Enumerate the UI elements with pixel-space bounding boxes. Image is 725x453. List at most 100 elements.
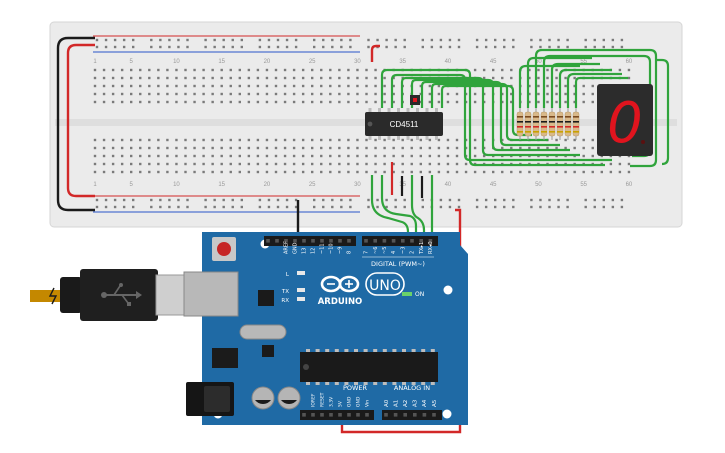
breadboard-hole[interactable] (120, 92, 124, 96)
rail-hole[interactable] (367, 38, 370, 42)
rail-hole[interactable] (104, 198, 108, 202)
breadboard-hole[interactable] (157, 154, 160, 158)
breadboard-hole[interactable] (184, 138, 187, 142)
breadboard-hole[interactable] (410, 146, 413, 150)
breadboard-hole[interactable] (292, 68, 296, 72)
rail-hole[interactable] (620, 205, 624, 209)
breadboard-hole[interactable] (492, 76, 495, 80)
rail-hole[interactable] (122, 38, 126, 42)
breadboard-hole[interactable] (501, 92, 504, 96)
breadboard-hole[interactable] (292, 170, 296, 174)
red-vdd-jumper[interactable] (370, 44, 380, 62)
rail-hole[interactable] (475, 45, 479, 49)
breadboard-hole[interactable] (482, 170, 486, 174)
resistor[interactable] (516, 111, 524, 137)
breadboard-hole[interactable] (356, 170, 359, 174)
rail-hole[interactable] (285, 38, 289, 42)
breadboard-hole[interactable] (256, 138, 260, 142)
breadboard-hole[interactable] (166, 170, 169, 174)
breadboard-hole[interactable] (482, 68, 486, 72)
rail-hole[interactable] (539, 45, 542, 49)
breadboard-hole[interactable] (419, 84, 422, 88)
breadboard-hole[interactable] (111, 84, 115, 88)
breadboard-hole[interactable] (365, 100, 368, 104)
breadboard-hole[interactable] (446, 92, 450, 96)
breadboard-hole[interactable] (428, 170, 432, 174)
breadboard-hole[interactable] (510, 100, 513, 104)
breadboard-hole[interactable] (365, 84, 368, 88)
rail-hole[interactable] (611, 45, 615, 49)
rail-hole[interactable] (331, 205, 334, 209)
rail-hole[interactable] (566, 198, 569, 202)
rail-hole[interactable] (159, 198, 162, 202)
rail-hole[interactable] (539, 38, 542, 42)
breadboard-hole[interactable] (347, 170, 350, 174)
rail-hole[interactable] (602, 198, 605, 202)
breadboard-hole[interactable] (347, 162, 350, 166)
rail-hole[interactable] (557, 198, 560, 202)
breadboard-hole[interactable] (311, 100, 314, 104)
rail-hole[interactable] (322, 45, 325, 49)
breadboard-hole[interactable] (410, 162, 413, 166)
breadboard-hole[interactable] (93, 138, 97, 142)
rail-hole[interactable] (394, 205, 397, 209)
breadboard-hole[interactable] (93, 170, 97, 174)
rail-hole[interactable] (213, 38, 216, 42)
breadboard-hole[interactable] (256, 146, 260, 150)
rail-hole[interactable] (421, 45, 424, 49)
breadboard-hole[interactable] (564, 92, 567, 96)
rail-hole[interactable] (113, 198, 117, 202)
resistor[interactable] (564, 111, 572, 137)
breadboard-hole[interactable] (455, 162, 459, 166)
breadboard-hole[interactable] (102, 146, 106, 150)
breadboard-hole[interactable] (419, 146, 422, 150)
rail-hole[interactable] (276, 45, 280, 49)
rail-hole[interactable] (331, 198, 334, 202)
breadboard-hole[interactable] (157, 100, 160, 104)
rail-hole[interactable] (231, 38, 234, 42)
breadboard-hole[interactable] (374, 154, 377, 158)
breadboard-hole[interactable] (347, 92, 350, 96)
rail-hole[interactable] (421, 198, 424, 202)
rail-hole[interactable] (448, 38, 452, 42)
header-pin-hole[interactable] (422, 413, 427, 417)
rail-hole[interactable] (494, 198, 497, 202)
breadboard-hole[interactable] (211, 76, 214, 80)
rail-hole[interactable] (503, 198, 506, 202)
breadboard-hole[interactable] (492, 68, 495, 72)
breadboard-hole[interactable] (301, 162, 305, 166)
breadboard-hole[interactable] (301, 138, 305, 142)
rail-hole[interactable] (484, 198, 488, 202)
breadboard-hole[interactable] (130, 92, 133, 96)
breadboard-hole[interactable] (229, 68, 232, 72)
breadboard-hole[interactable] (564, 146, 567, 150)
resistor-bank[interactable] (516, 108, 580, 140)
analog-header[interactable] (382, 410, 442, 420)
breadboard-hole[interactable] (482, 146, 486, 150)
rail-hole[interactable] (132, 45, 135, 49)
rail-hole[interactable] (584, 198, 587, 202)
breadboard-hole[interactable] (591, 146, 594, 150)
rail-hole[interactable] (222, 45, 225, 49)
breadboard-hole[interactable] (311, 170, 314, 174)
rail-hole[interactable] (394, 45, 397, 49)
breadboard-hole[interactable] (582, 170, 585, 174)
breadboard-hole[interactable] (211, 100, 214, 104)
breadboard-hole[interactable] (356, 138, 359, 142)
breadboard-hole[interactable] (157, 162, 160, 166)
green-wire[interactable] (440, 84, 532, 137)
rail-hole[interactable] (512, 38, 515, 42)
breadboard-hole[interactable] (582, 154, 585, 158)
rail-hole[interactable] (593, 205, 596, 209)
breadboard-hole[interactable] (238, 138, 241, 142)
breadboard-hole[interactable] (102, 100, 106, 104)
breadboard-hole[interactable] (537, 146, 540, 150)
breadboard-hole[interactable] (229, 154, 232, 158)
breadboard-hole[interactable] (184, 84, 187, 88)
rail-hole[interactable] (620, 45, 624, 49)
breadboard-hole[interactable] (120, 170, 124, 174)
breadboard-hole[interactable] (238, 100, 241, 104)
breadboard-hole[interactable] (283, 138, 287, 142)
breadboard-hole[interactable] (591, 84, 594, 88)
